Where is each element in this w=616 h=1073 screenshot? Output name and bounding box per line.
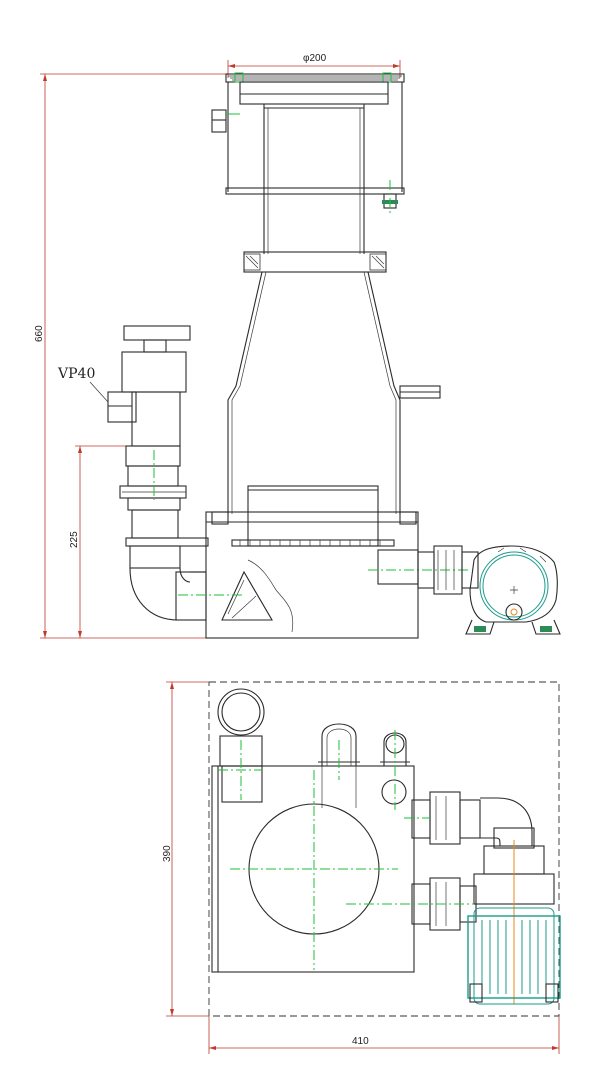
venturi-assembly: VP40 xyxy=(57,325,244,621)
height-label: 660 xyxy=(34,325,45,342)
height-dimension: 660 xyxy=(34,73,228,639)
diameter-dimension: φ200 xyxy=(227,53,401,78)
conical-body xyxy=(227,271,441,514)
side-view: φ200 660 225 xyxy=(34,53,561,639)
riser-tube xyxy=(263,104,365,254)
venturi-top xyxy=(217,688,265,803)
collection-cup xyxy=(211,72,405,215)
inlet-height-dimension: 225 xyxy=(69,445,126,638)
reaction-chamber xyxy=(205,485,470,639)
pump-side xyxy=(417,545,561,635)
drain-pipe-top xyxy=(380,730,410,810)
inlet-height-label: 225 xyxy=(69,531,80,548)
depth-label: 390 xyxy=(162,845,173,862)
pump-top xyxy=(346,840,561,1005)
base-box xyxy=(211,765,415,973)
width-label: 410 xyxy=(352,1036,369,1047)
width-dimension: 410 xyxy=(208,1016,560,1054)
depth-dimension: 390 xyxy=(162,681,209,1017)
body-flange xyxy=(243,251,387,273)
top-view: 390 410 xyxy=(162,681,561,1054)
return-union xyxy=(404,791,535,849)
model-label: VP40 xyxy=(57,366,95,382)
footprint-outline xyxy=(208,681,560,1017)
diameter-label: φ200 xyxy=(303,53,327,64)
air-pipe-top xyxy=(318,723,360,780)
